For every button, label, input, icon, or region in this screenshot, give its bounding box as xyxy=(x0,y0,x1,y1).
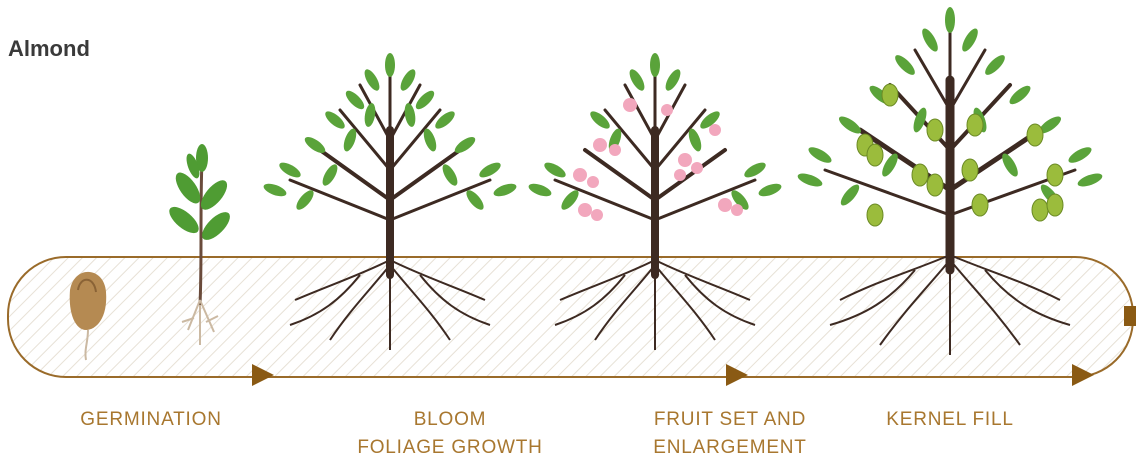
stage-label-bloom-line2: FOLIAGE GROWTH xyxy=(320,434,580,462)
timeline-arrow-end xyxy=(1124,306,1136,326)
stage-label-kernel-fill-line1: KERNEL FILL xyxy=(830,406,1070,434)
timeline-track xyxy=(8,257,1133,377)
stage-label-bloom: BLOOM FOLIAGE GROWTH xyxy=(320,406,580,462)
stage-label-germination-line1: GERMINATION xyxy=(46,406,256,434)
stage-label-fruit-set: FRUIT SET AND ENLARGEMENT xyxy=(615,406,845,462)
stage-label-germination: GERMINATION xyxy=(46,406,256,434)
stage-label-fruit-set-line2: ENLARGEMENT xyxy=(615,434,845,462)
stage-label-fruit-set-line1: FRUIT SET AND xyxy=(615,406,845,434)
stage-label-bloom-line1: BLOOM xyxy=(320,406,580,434)
stage-label-kernel-fill: KERNEL FILL xyxy=(830,406,1070,434)
